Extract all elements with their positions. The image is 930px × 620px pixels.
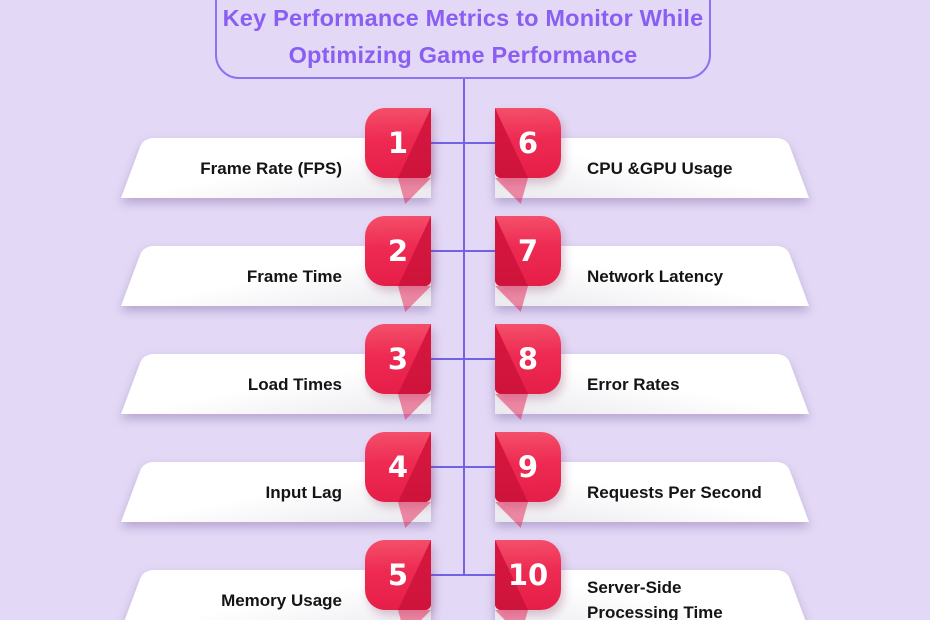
metric-badge: 10 — [495, 540, 561, 610]
metric-label: Error Rates — [587, 374, 680, 394]
metric-banner: Server-Side Processing Time — [495, 570, 809, 620]
metric-label: Frame Rate (FPS) — [200, 158, 342, 178]
center-connector-line — [462, 79, 465, 576]
banner-shape — [495, 354, 809, 414]
metric-badge: 3 — [365, 324, 431, 394]
metric-banner: Error Rates — [495, 354, 809, 414]
metric-label: Server-Side Processing Time — [587, 578, 723, 620]
badge-number: 2 — [387, 234, 409, 268]
row-connector-line — [431, 249, 495, 253]
banner-shape — [495, 138, 809, 198]
badge-tail — [398, 610, 431, 620]
title-line-1: Key Performance Metrics to Monitor While — [222, 5, 704, 31]
metric-badge: 6 — [495, 108, 561, 178]
metric-banner: Network Latency — [495, 246, 809, 306]
banner-shape — [121, 354, 431, 414]
row-connector-line — [431, 465, 495, 469]
badge-number: 10 — [507, 558, 549, 592]
banner-shape — [495, 570, 806, 620]
banner-shape — [121, 246, 431, 306]
metric-badge: 4 — [365, 432, 431, 502]
metric-banner: Load Times — [121, 354, 431, 414]
metric-banner: CPU &GPU Usage — [495, 138, 809, 198]
metric-badge: 2 — [365, 216, 431, 286]
metric-badge: 9 — [495, 432, 561, 502]
metric-badge: 1 — [365, 108, 431, 178]
badge-tail — [495, 610, 528, 620]
metric-banner: Requests Per Second — [495, 462, 809, 522]
metric-label: Load Times — [247, 374, 342, 394]
title-line-2: Optimizing Game Performance — [288, 42, 638, 68]
banner-shape — [124, 570, 431, 620]
metric-label: Frame Time — [246, 266, 342, 286]
row-connector-line — [431, 357, 495, 361]
banner-shape — [495, 246, 809, 306]
metric-label: Memory Usage — [221, 590, 342, 610]
badge-number: 1 — [387, 126, 409, 160]
metric-banner: Input Lag — [121, 462, 431, 522]
badge-number: 9 — [517, 450, 539, 484]
metric-label: Requests Per Second — [587, 482, 762, 502]
metric-badge: 8 — [495, 324, 561, 394]
row-connector-line — [431, 141, 495, 145]
metric-label: Input Lag — [265, 482, 342, 502]
metric-banner: Frame Time — [121, 246, 431, 306]
metric-label: CPU &GPU Usage — [587, 158, 733, 178]
badge-number: 6 — [517, 126, 539, 160]
metric-banner: Frame Rate (FPS) — [121, 138, 431, 198]
title-box: Key Performance Metrics to Monitor While… — [215, 0, 711, 79]
badge-number: 3 — [387, 342, 409, 376]
banner-shape — [495, 462, 809, 522]
banner-shape — [121, 462, 431, 522]
metric-badge: 7 — [495, 216, 561, 286]
badge-number: 7 — [517, 234, 539, 268]
row-connector-line — [431, 573, 495, 577]
banner-shape — [121, 138, 431, 198]
metric-label: Network Latency — [587, 266, 724, 286]
metric-badge: 5 — [365, 540, 431, 610]
metric-banner: Memory Usage — [121, 570, 431, 620]
badge-number: 8 — [517, 342, 539, 376]
badge-number: 5 — [387, 558, 409, 592]
badge-number: 4 — [387, 450, 409, 484]
